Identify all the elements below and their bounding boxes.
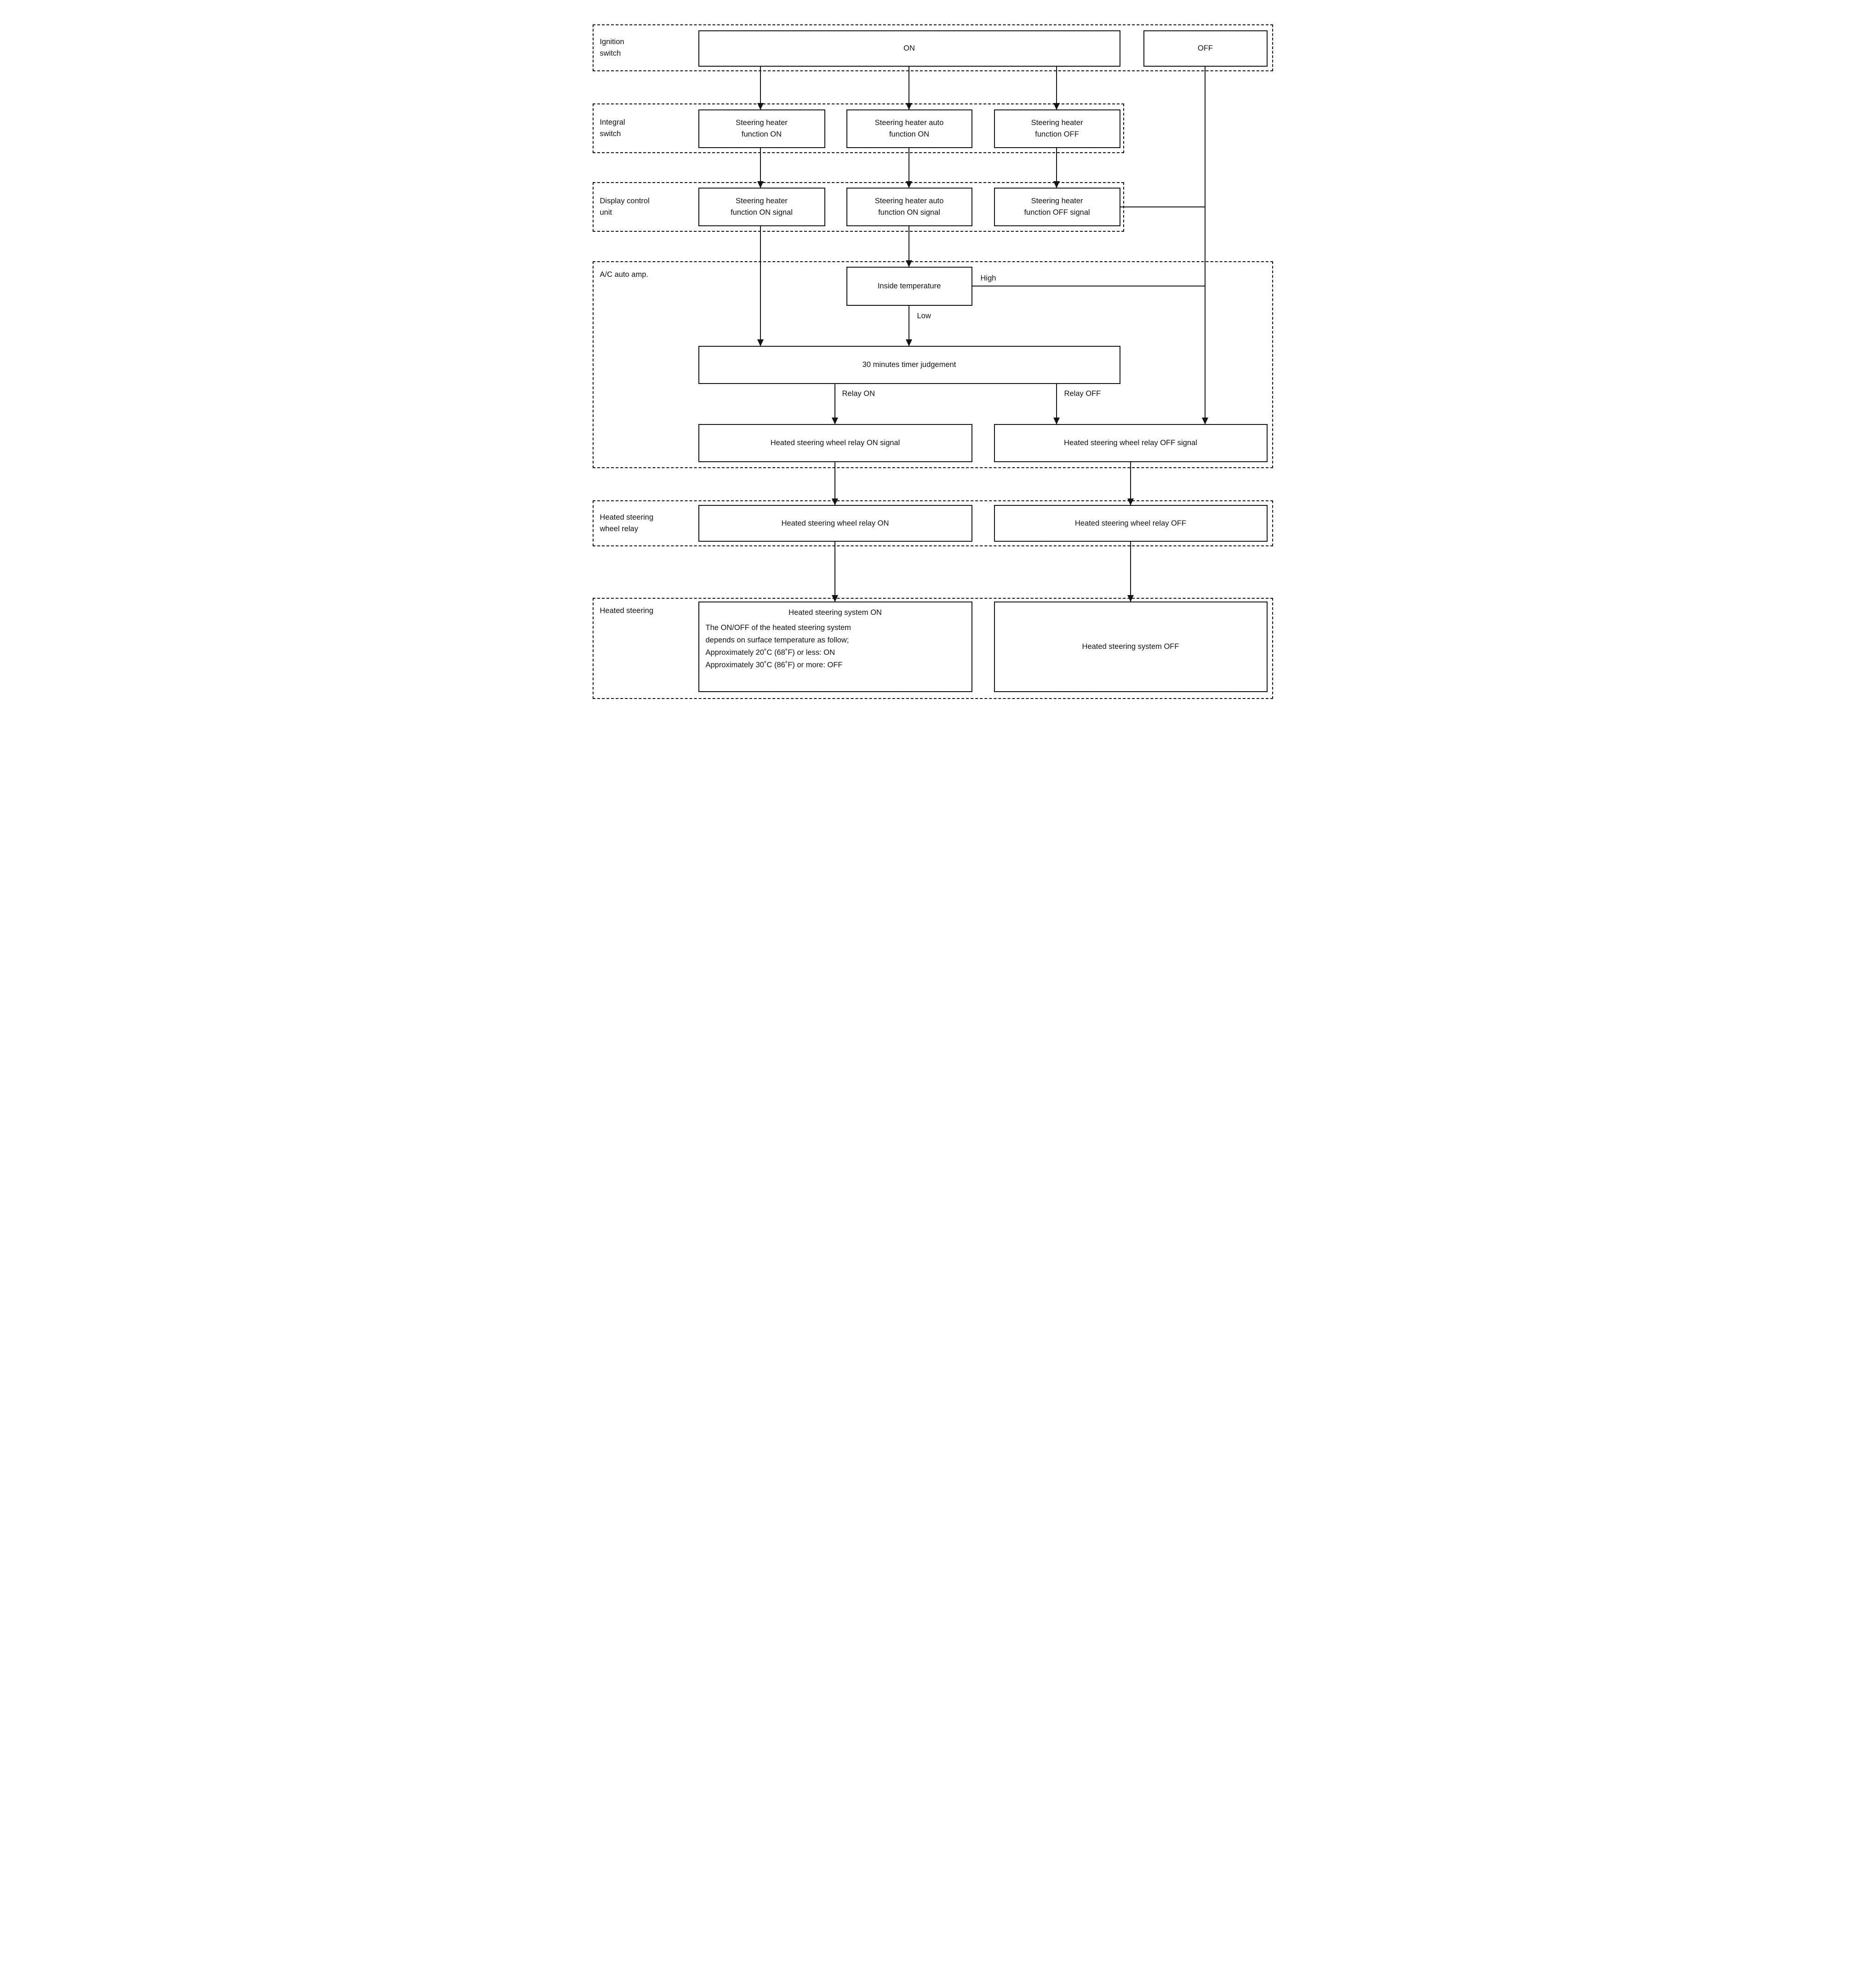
node-relay-off-signal: Heated steering wheel relay OFF signal bbox=[994, 424, 1268, 462]
node-heated-steering-system-off: Heated steering system OFF bbox=[994, 602, 1268, 692]
arrow-relay-off-to-system-off bbox=[1127, 542, 1134, 602]
arrow-on-to-heater-off bbox=[1053, 67, 1060, 110]
edge-label-relay-on: Relay ON bbox=[842, 390, 875, 398]
node-relay-on: Heated steering wheel relay ON bbox=[698, 505, 972, 542]
arrow-heater-off-to-off-signal bbox=[1053, 148, 1060, 188]
section-label-ignition-switch: Ignition switch bbox=[600, 38, 624, 57]
node-inside-temperature: Inside temperature bbox=[846, 267, 972, 306]
arrow-on-signal-to-relay-on bbox=[831, 462, 838, 505]
node-ignition-off: OFF bbox=[1143, 30, 1268, 67]
arrow-timer-relay-on bbox=[831, 384, 838, 424]
node-steering-heater-auto-function-on: Steering heater auto function ON bbox=[846, 109, 972, 148]
arrow-off-branch-to-relay-off-signal bbox=[1201, 67, 1208, 424]
node-steering-heater-auto-function-on-signal: Steering heater auto function ON signal bbox=[846, 188, 972, 226]
node-ignition-on: ON bbox=[698, 30, 1120, 67]
node-timer-judgement: 30 minutes timer judgement bbox=[698, 346, 1120, 384]
arrow-relay-on-to-system-on bbox=[831, 542, 838, 602]
section-label-ac-auto-amp: A/C auto amp. bbox=[600, 270, 648, 279]
node-steering-heater-function-off-signal: Steering heater function OFF signal bbox=[994, 188, 1120, 226]
section-label-display-control-unit: Display control unit bbox=[600, 197, 650, 217]
node-steering-heater-function-on: Steering heater function ON bbox=[698, 109, 825, 148]
node-heated-steering-system-on: Heated steering system ON The ON/OFF of … bbox=[698, 602, 972, 692]
node-steering-heater-function-off: Steering heater function OFF bbox=[994, 109, 1120, 148]
section-label-integral-switch: Integral switch bbox=[600, 118, 625, 138]
edge-label-low: Low bbox=[917, 312, 931, 320]
section-label-heated-steering-wheel-relay: Heated steering wheel relay bbox=[600, 513, 654, 533]
system-on-note: The ON/OFF of the heated steering system… bbox=[705, 624, 851, 669]
flowchart-canvas: Ignition switch Integral switch Display … bbox=[573, 0, 1284, 761]
edge-label-relay-off: Relay OFF bbox=[1064, 390, 1101, 398]
line-off-signal-to-off-branch bbox=[1120, 206, 1206, 207]
section-heated-steering-wheel-relay bbox=[592, 500, 1273, 546]
node-steering-heater-function-on-signal: Steering heater function ON signal bbox=[698, 188, 825, 226]
section-heated-steering bbox=[592, 598, 1273, 699]
section-integral-switch bbox=[592, 103, 1124, 153]
node-relay-off: Heated steering wheel relay OFF bbox=[994, 505, 1268, 542]
arrow-on-to-heater-on bbox=[757, 67, 764, 110]
system-on-title: Heated steering system ON bbox=[789, 608, 882, 617]
node-relay-on-signal: Heated steering wheel relay ON signal bbox=[698, 424, 972, 462]
arrow-timer-relay-off bbox=[1053, 384, 1060, 424]
arrow-heater-on-to-on-signal bbox=[757, 148, 764, 188]
edge-label-high: High bbox=[980, 274, 996, 282]
arrow-off-signal-to-relay-off bbox=[1127, 462, 1134, 505]
section-ac-auto-amp bbox=[592, 261, 1273, 468]
section-label-heated-steering: Heated steering bbox=[600, 607, 654, 615]
arrow-on-signal-to-timer bbox=[757, 226, 764, 346]
section-ignition-switch bbox=[592, 24, 1273, 71]
